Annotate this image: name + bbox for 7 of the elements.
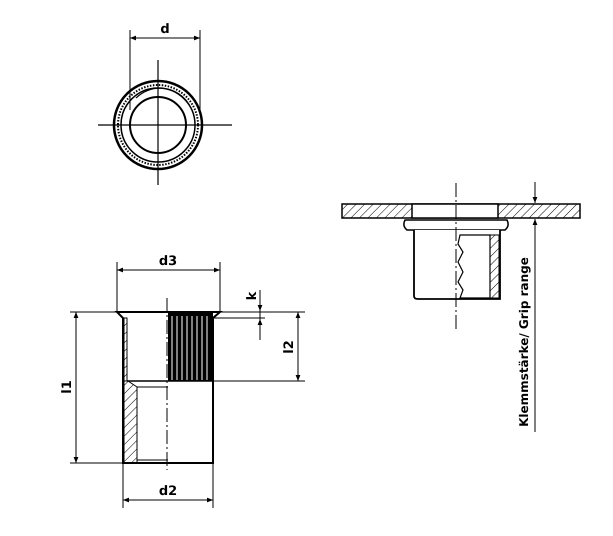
dimension-label: d2 bbox=[158, 484, 178, 499]
grip-range-label: Klemmstärke/ Grip range bbox=[517, 257, 531, 427]
dimension-label: l2 bbox=[282, 340, 297, 354]
dimension-label: l1 bbox=[60, 380, 75, 394]
dimension-label: k bbox=[245, 292, 260, 300]
dimension-label: d3 bbox=[158, 254, 178, 269]
dimension-label: d bbox=[160, 22, 170, 37]
